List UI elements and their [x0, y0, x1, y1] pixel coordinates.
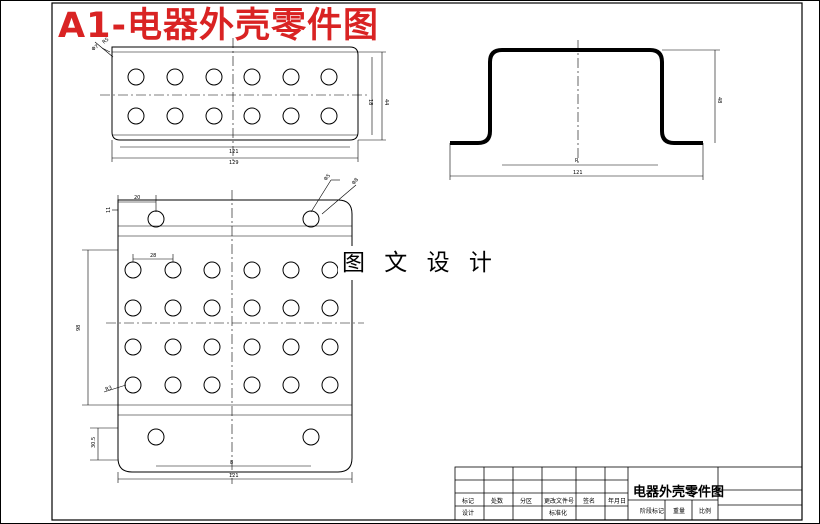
drawing-title: A1-电器外壳零件图	[58, 6, 379, 46]
plan-view	[82, 179, 364, 484]
tb-col-count: 处数	[491, 497, 503, 505]
side-view	[449, 40, 720, 180]
tb-col-sign: 签名	[583, 497, 595, 505]
dim-plan-hole-right: Φ8	[351, 177, 360, 186]
dim-top-height-left: 18	[367, 99, 373, 105]
title-block-labels: 标记 处数 分区 更改文件号 签名 年月日 设计 标准化 阶段标记 重量 比例	[462, 497, 711, 517]
watermark-text: 图 文 设 计	[338, 246, 502, 280]
plan-hole-grid	[124, 261, 339, 394]
tb-col-zone: 分区	[520, 497, 532, 505]
dim-side-width-outer: 121	[573, 170, 583, 176]
dim-radius-top: R5	[101, 37, 110, 46]
tb-col-date: 年月日	[608, 497, 626, 505]
top-view	[94, 38, 386, 162]
tb-scale: 比例	[699, 507, 711, 515]
dim-plan-bottom-inner: 8	[230, 460, 233, 466]
plan-dimensions	[82, 179, 357, 483]
tb-weight: 重量	[673, 507, 685, 515]
dim-side-width-inner: R	[575, 158, 579, 164]
dim-hole-dia: Φ7	[91, 44, 100, 53]
tb-row-design: 设计	[462, 509, 474, 517]
dim-plan-small-left: 11	[106, 207, 112, 213]
dim-plan-bottom-outer: 121	[229, 473, 239, 479]
dim-plan-hole-left: Φ5	[323, 173, 332, 182]
dim-plan-height: 98	[76, 325, 82, 331]
tb-row-standard: 标准化	[549, 509, 567, 517]
dim-plan-offset: 20	[134, 195, 140, 201]
dim-plan-bracket: R3	[105, 385, 113, 393]
title-block-drawing-name: 电器外壳零件图	[633, 485, 725, 500]
dim-plan-pitch: 28	[150, 253, 156, 259]
dim-top-width-inner: 121	[229, 149, 239, 155]
tb-col-mark: 标记	[462, 497, 474, 505]
title-block	[454, 466, 803, 521]
dim-side-height: 48	[716, 97, 722, 103]
top-dimensions	[94, 41, 386, 162]
top-hole-grid	[127, 68, 338, 125]
tb-stage-mark: 阶段标记	[640, 507, 664, 515]
tb-col-change: 更改文件号	[544, 497, 574, 505]
dim-plan-flange: 30.5	[91, 437, 97, 448]
dim-top-width-outer: 129	[229, 160, 239, 166]
plan-mount-holes	[147, 210, 320, 446]
dim-top-height-right: 44	[383, 99, 389, 105]
dimension-labels: 121 129 44 18 R5 Φ7 R 121 48 20 28 Φ5 Φ8…	[76, 37, 722, 479]
